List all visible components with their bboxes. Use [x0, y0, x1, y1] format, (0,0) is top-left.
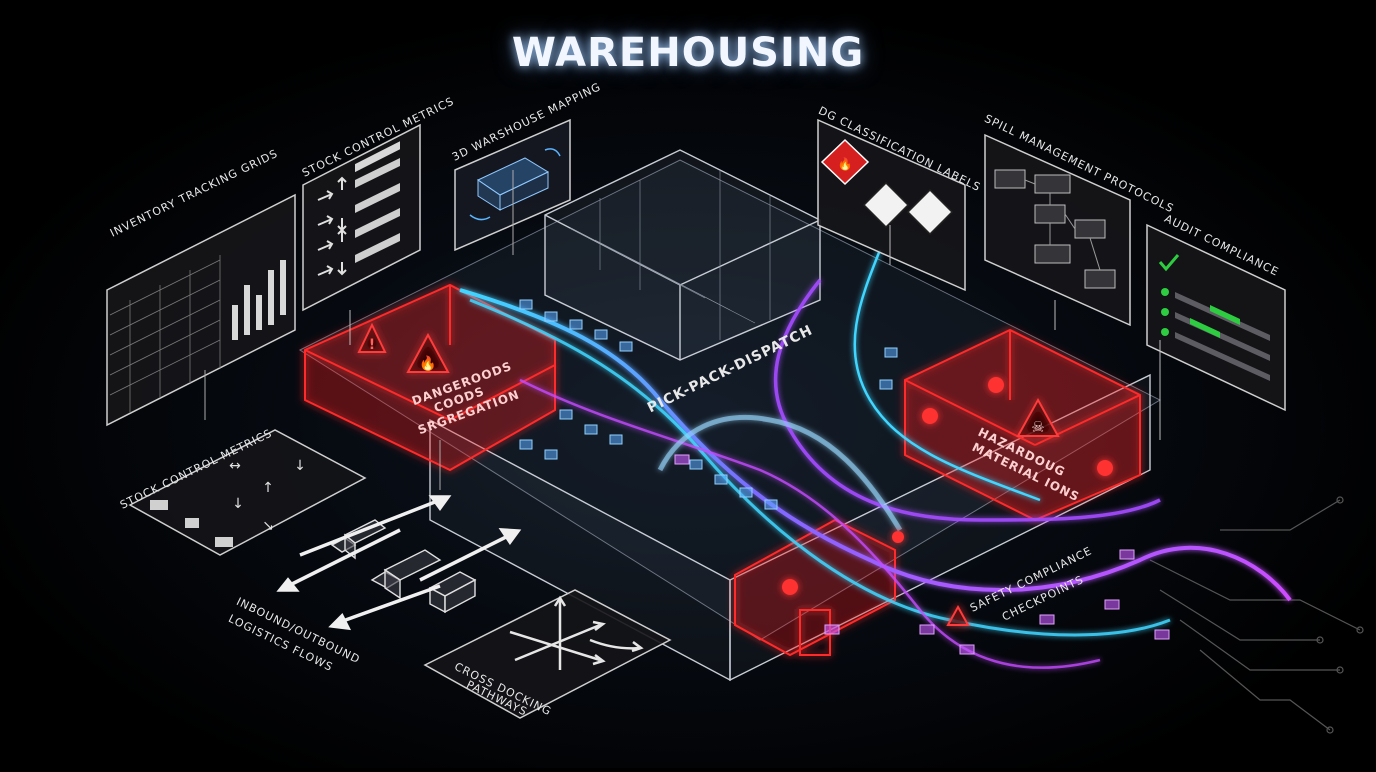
flame-icon: 🔥 — [419, 355, 436, 372]
audit-compliance-panel — [1146, 223, 1286, 440]
check-icon — [1158, 254, 1180, 272]
skull-icon: ☠ — [1031, 418, 1044, 436]
spill-management-panel — [984, 133, 1131, 330]
inventory-tracking-grid-panel — [106, 193, 296, 427]
svg-text:↓: ↓ — [294, 458, 306, 474]
arrow-icon — [509, 595, 644, 670]
check-icon — [1161, 288, 1169, 336]
hazardous-material-zone — [904, 328, 1141, 522]
storage-racks — [569, 170, 771, 340]
circuit-traces — [1149, 496, 1364, 734]
logistics-flow-arrows — [276, 495, 522, 631]
bar-chart-icon — [232, 260, 286, 340]
svg-text:↓: ↓ — [232, 496, 244, 512]
pick-pack-dispatch-flow — [459, 249, 1292, 669]
page-title: WAREHOUSING — [511, 30, 865, 76]
svg-text:↔: ↔ — [229, 458, 241, 474]
dg-classification-panel: 🔥 — [817, 118, 966, 292]
svg-text:↘: ↘ — [262, 518, 274, 534]
cross-docking-panel — [423, 589, 672, 719]
container-icon — [428, 571, 477, 614]
flame-icon: 🔥 — [838, 157, 853, 171]
dangerous-goods-zone — [304, 283, 556, 472]
exclamation-mark: ! — [369, 337, 375, 353]
connector-lines — [204, 170, 514, 490]
alarm-light-icon — [782, 377, 1113, 595]
flowchart-icon — [994, 169, 1116, 289]
truck-icon — [150, 500, 233, 547]
arrow-icon — [317, 176, 347, 276]
warning-icon — [357, 322, 1060, 626]
stock-control-metrics-floor-panel: ↓ ↑ ↓ ↘ ↔ — [128, 429, 367, 556]
cargo-pods — [674, 454, 1170, 655]
stock-control-metrics-panel — [302, 123, 421, 345]
arrow-icon: ↓ ↑ ↓ ↘ ↔ — [229, 458, 306, 534]
svg-text:↑: ↑ — [262, 480, 274, 496]
conveyor-items — [519, 299, 898, 510]
truck-icon — [370, 549, 442, 600]
